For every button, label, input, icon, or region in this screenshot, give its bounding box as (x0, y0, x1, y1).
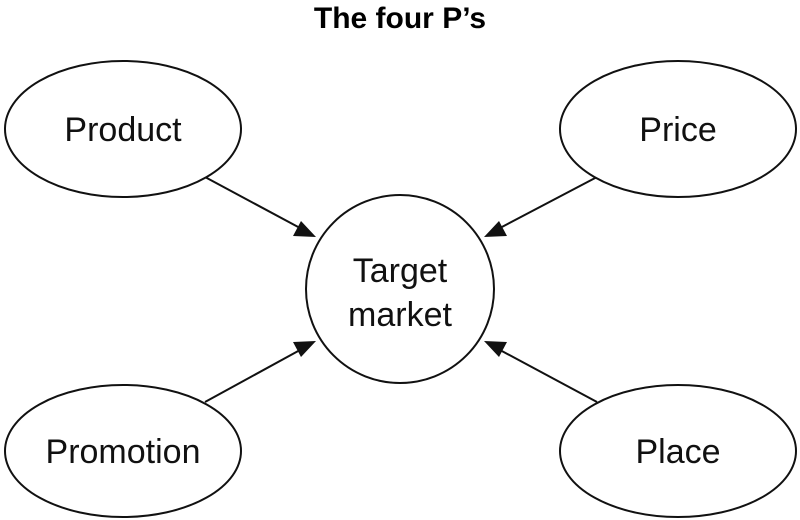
node-place-label: Place (635, 433, 720, 471)
arrowhead-icon (484, 341, 507, 357)
target-market-line1: Target (353, 252, 448, 290)
target-market-line2: market (348, 296, 452, 334)
node-promotion-label: Promotion (46, 433, 201, 471)
edge-place-to-target (484, 341, 598, 403)
edge-price-to-target (484, 176, 598, 237)
node-product-label: Product (64, 111, 182, 149)
arrowhead-icon (293, 221, 316, 237)
arrowhead-icon (484, 221, 507, 237)
diagram-title: The four P’s (314, 2, 486, 35)
arrowhead-icon (293, 341, 316, 357)
node-promotion: Promotion (4, 384, 242, 518)
node-price: Price (559, 60, 797, 198)
node-target-market: Target market (305, 194, 495, 384)
node-product: Product (4, 60, 242, 198)
edge-promotion-to-target (204, 341, 316, 403)
edge-product-to-target (204, 176, 316, 237)
node-place: Place (559, 384, 797, 518)
node-price-label: Price (639, 111, 716, 149)
